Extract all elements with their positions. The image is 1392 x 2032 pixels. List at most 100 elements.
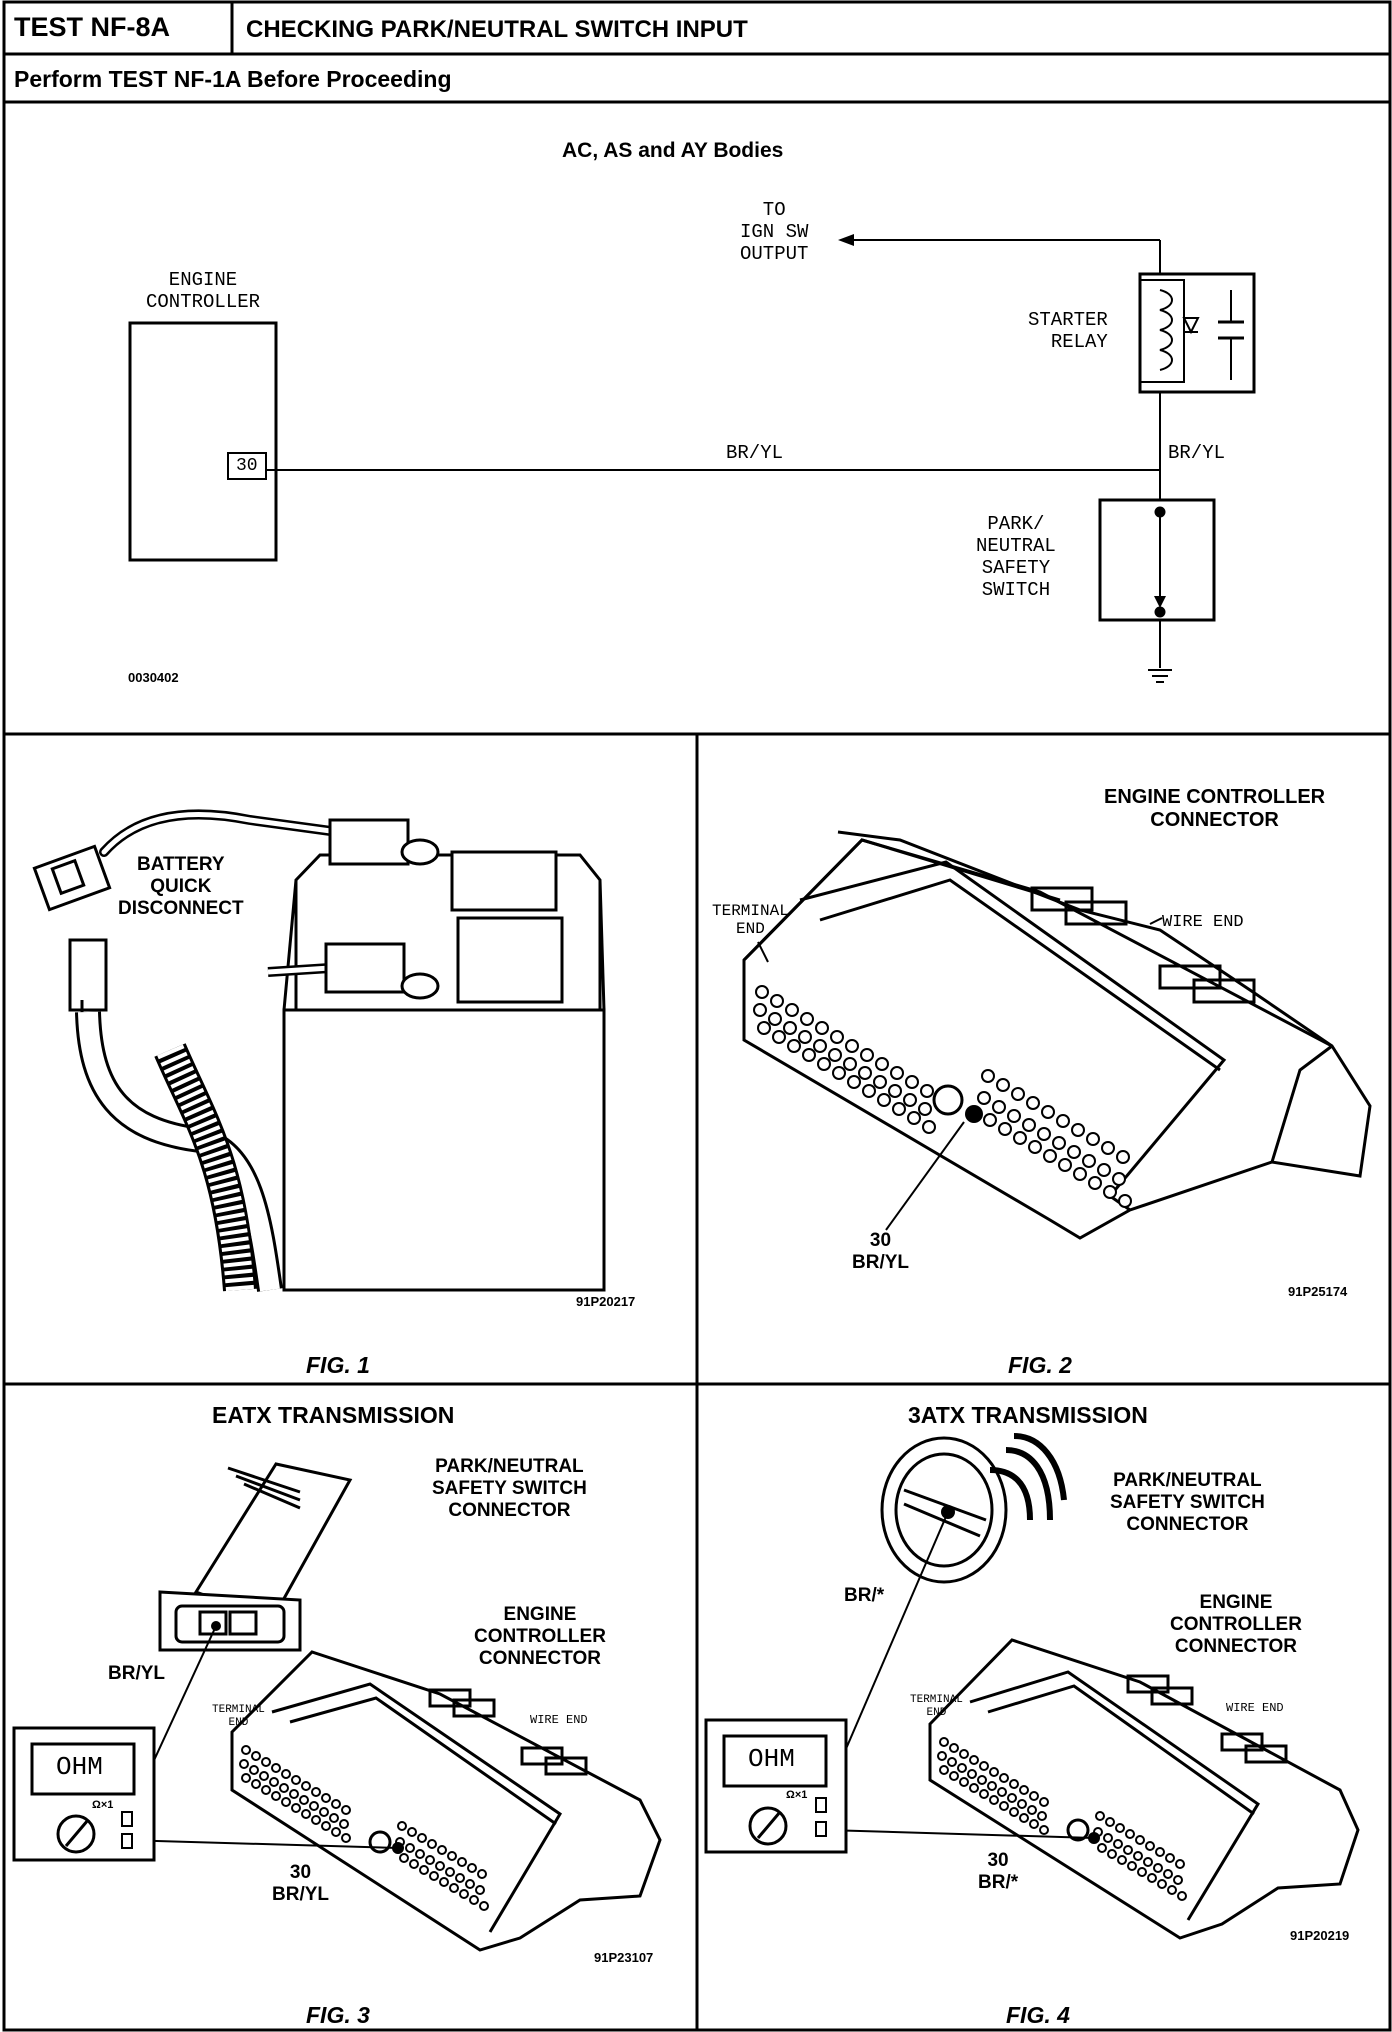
- fig3-caption: FIG. 3: [306, 2002, 370, 2028]
- fig4-meter-range: Ω×1: [786, 1789, 808, 1801]
- connector-pin: [459, 1889, 469, 1899]
- connector-pin: [959, 1777, 969, 1787]
- connector-pin: [239, 1759, 249, 1769]
- connector-pin: [299, 1795, 309, 1805]
- battery-illustration: [32, 809, 606, 1292]
- connector-pin: [1013, 1131, 1027, 1145]
- connector-pin: [1058, 1158, 1072, 1172]
- connector-pin: [967, 1769, 977, 1779]
- connector-pin: [301, 1809, 311, 1819]
- connector-pin: [875, 1057, 889, 1071]
- connector-pin: [1017, 1799, 1027, 1809]
- connector-pin: [1137, 1867, 1147, 1877]
- connector-pin: [331, 1827, 341, 1837]
- fig3-wire-label: BR/YL: [108, 1663, 165, 1684]
- connector-pin: [309, 1801, 319, 1811]
- eatx-switch-connector: [158, 1462, 353, 1652]
- connector-pin: [311, 1815, 321, 1825]
- schematic-title: AC, AS and AY Bodies: [562, 139, 784, 162]
- fig4-engine-connector-label: ENGINE CONTROLLER CONNECTOR: [1170, 1592, 1302, 1657]
- connector-pin: [467, 1863, 477, 1873]
- connector-pin: [1112, 1172, 1126, 1186]
- fig3-meter-display: OHM: [56, 1752, 103, 1782]
- connector-pin: [437, 1845, 447, 1855]
- connector-pin: [847, 1075, 861, 1089]
- pin-30-marker: [965, 1105, 983, 1123]
- connector-pin: [969, 1783, 979, 1793]
- connector-pin: [992, 1100, 1006, 1114]
- battery-disconnect-label: BATTERY QUICK DISCONNECT: [118, 854, 244, 919]
- connector-pin: [989, 1767, 999, 1777]
- fig3-engine-connector-label: ENGINE CONTROLLER CONNECTOR: [474, 1604, 606, 1669]
- connector-pin: [321, 1821, 331, 1831]
- connector-pin: [251, 1751, 261, 1761]
- connector-pin: [996, 1078, 1010, 1092]
- connector-pin: [1028, 1140, 1042, 1154]
- connector-pin: [828, 1048, 842, 1062]
- connector-pin: [832, 1066, 846, 1080]
- connector-pin: [939, 1737, 949, 1747]
- connector-pin: [427, 1839, 437, 1849]
- connector-pin: [419, 1865, 429, 1875]
- connector-pin: [1037, 1127, 1051, 1141]
- connector-pin: [449, 1883, 459, 1893]
- connector-pin: [417, 1833, 427, 1843]
- connector-pin: [843, 1057, 857, 1071]
- fig4-switch-connector-label: PARK/NEUTRAL SAFETY SWITCH CONNECTOR: [1110, 1470, 1265, 1535]
- connector-pin: [1095, 1811, 1105, 1821]
- connector-pin: [289, 1789, 299, 1799]
- connector-pin: [949, 1743, 959, 1753]
- connector-pin: [301, 1781, 311, 1791]
- connector-pin: [1115, 1823, 1125, 1833]
- connector-pin: [1007, 1793, 1017, 1803]
- connector-pin: [1029, 1819, 1039, 1829]
- connector-pin: [1116, 1150, 1130, 1164]
- fig3-meter-range: Ω×1: [92, 1799, 114, 1811]
- fig4-title: 3ATX TRANSMISSION: [908, 1402, 1148, 1428]
- ohmmeter-fig3: [12, 1726, 156, 1862]
- connector-pin: [271, 1791, 281, 1801]
- connector-pin: [983, 1113, 997, 1127]
- connector-pin: [445, 1867, 455, 1877]
- fig1-caption: FIG. 1: [306, 1352, 370, 1378]
- connector-pin: [772, 1030, 786, 1044]
- fig3-switch-connector-label: PARK/NEUTRAL SAFETY SWITCH CONNECTOR: [432, 1456, 587, 1521]
- connector-pin: [802, 1048, 816, 1062]
- connector-pin: [1105, 1817, 1115, 1827]
- connector-pin: [903, 1093, 917, 1107]
- wire-label-left: BR/YL: [726, 442, 784, 464]
- connector-pin: [1073, 1167, 1087, 1181]
- 3atx-engine-connector: [928, 1638, 1360, 1940]
- connector-pin: [1082, 1154, 1096, 1168]
- fig4-caption: FIG. 4: [1006, 2002, 1070, 2028]
- test-id: TEST NF-8A: [14, 12, 171, 42]
- connector-pin: [1052, 1136, 1066, 1150]
- connector-pin: [989, 1795, 999, 1805]
- connector-pin: [1022, 1118, 1036, 1132]
- connector-pin: [905, 1075, 919, 1089]
- connector-pin: [1103, 1833, 1113, 1843]
- connector-pin: [949, 1771, 959, 1781]
- connector-pin: [397, 1821, 407, 1831]
- page-title: CHECKING PARK/NEUTRAL SWITCH INPUT: [246, 16, 748, 43]
- connector-pin: [920, 1084, 934, 1098]
- fig3-wire-end: WIRE END: [530, 1713, 588, 1727]
- connector-pin: [1029, 1791, 1039, 1801]
- connector-pin: [1086, 1132, 1100, 1146]
- connector-pin: [977, 1091, 991, 1105]
- connector-pin: [321, 1793, 331, 1803]
- connector-pin: [1155, 1847, 1165, 1857]
- connector-pin: [1167, 1885, 1177, 1895]
- connector-pin: [1039, 1797, 1049, 1807]
- connector-pin: [251, 1779, 261, 1789]
- connector-pin: [1009, 1807, 1019, 1817]
- connector-pin: [817, 1057, 831, 1071]
- connector-pin: [1163, 1869, 1173, 1879]
- connector-pin: [1125, 1829, 1135, 1839]
- pin-30-box: [227, 452, 267, 480]
- connector-pin: [1173, 1875, 1183, 1885]
- schematic-image-id: 0030402: [128, 670, 179, 685]
- connector-pin: [922, 1120, 936, 1134]
